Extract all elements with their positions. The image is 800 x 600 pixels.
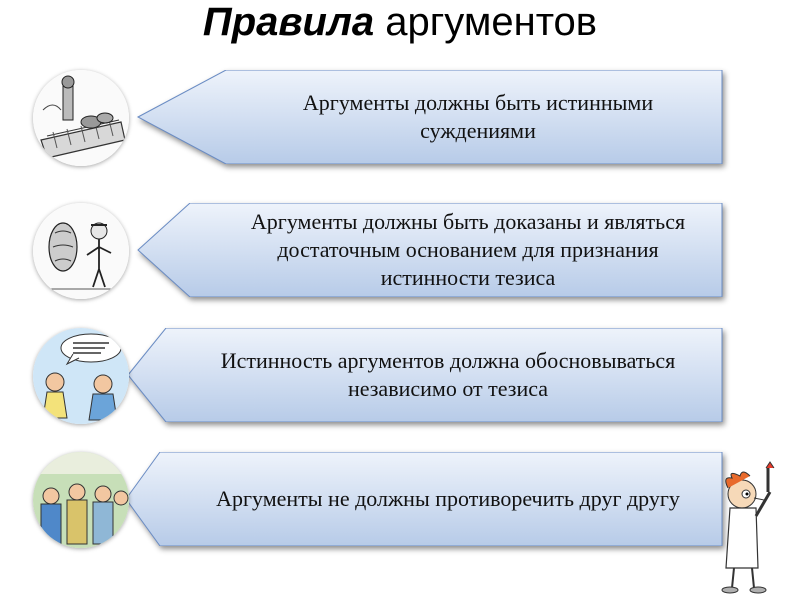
rule-text-3: Истинность аргументов должна обосновыват… (220, 348, 676, 401)
cartoon-dialogue-image (33, 328, 129, 424)
title-normal: аргументов (385, 0, 598, 44)
rule-card-4: Аргументы не должны противоречить друг д… (118, 452, 730, 546)
debate-sketch-image (33, 203, 129, 299)
cinema-crowd-image (33, 452, 129, 548)
page-title: Правила аргументов (0, 0, 800, 58)
rule-text-2: Аргументы должны быть доказаны и являтьс… (250, 209, 686, 290)
rule-text-4: Аргументы не должны противоречить друг д… (216, 486, 680, 511)
title-bold: Правила (202, 0, 375, 44)
professor-cartoon-image (718, 460, 788, 595)
rule-card-1: Аргументы должны быть истинными суждения… (118, 70, 730, 164)
rule-text-1: Аргументы должны быть истинными суждения… (302, 90, 654, 143)
rule-card-3: Истинность аргументов должна обосновыват… (118, 328, 730, 422)
rule-card-2: Аргументы должны быть доказаны и являтьс… (118, 203, 730, 297)
chess-sketch-image (33, 70, 129, 166)
